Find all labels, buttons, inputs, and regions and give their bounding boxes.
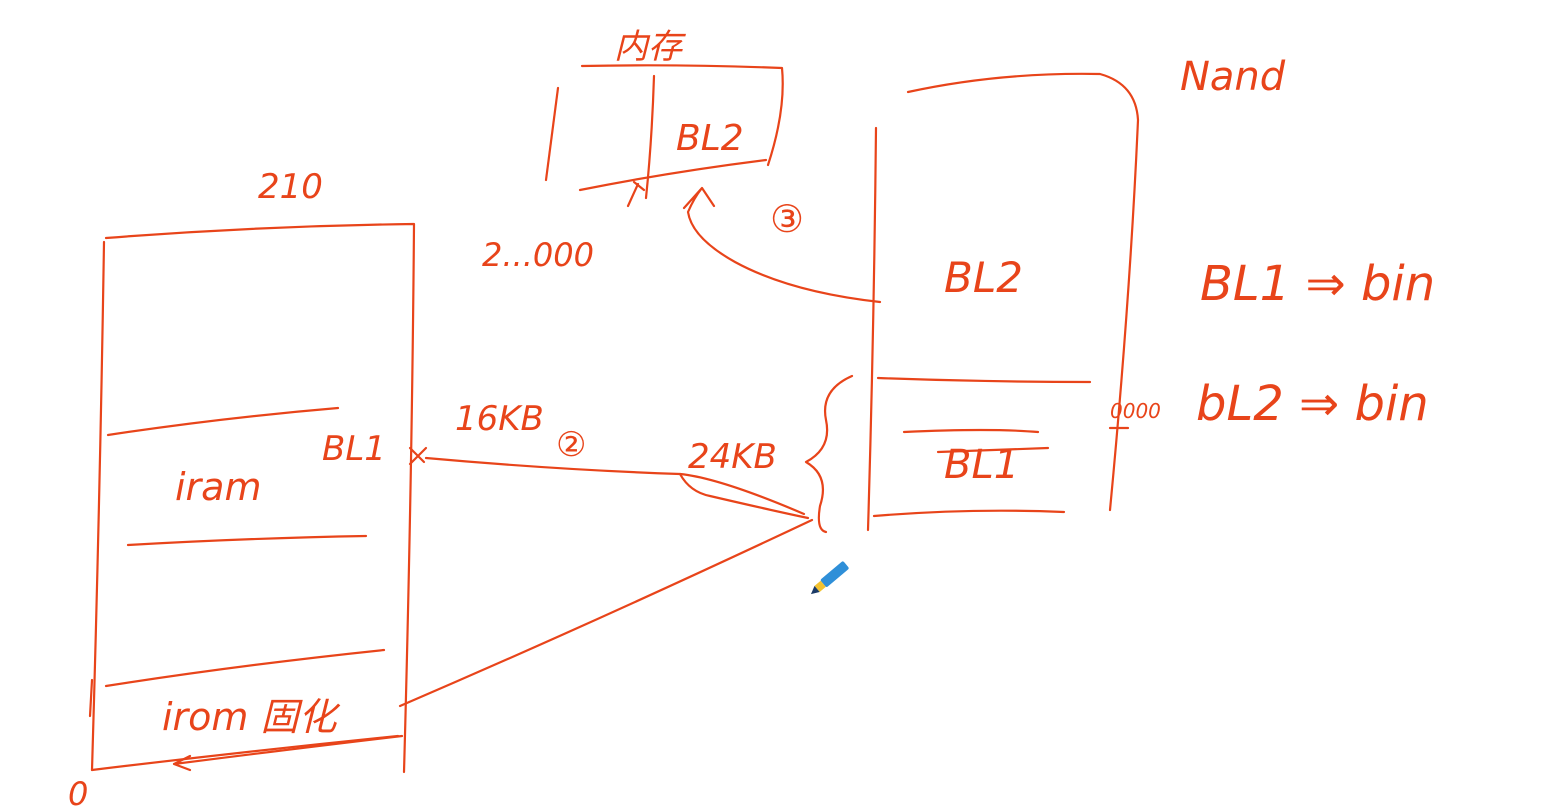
bl1-bin-note: BL1 ⇒ bin xyxy=(1200,256,1435,312)
transfer-arrows: 16KB ② 24KB xyxy=(398,374,854,708)
soc-box: 210 iram BL1 irom 固化 0 xyxy=(68,167,416,811)
soc-bl1-label: BL1 xyxy=(322,429,386,469)
bl2-bin-note: bL2 ⇒ bin xyxy=(1196,376,1429,432)
nand-title: Nand xyxy=(1180,54,1286,100)
pen-icon xyxy=(810,561,849,595)
memory-bl2-label: BL2 xyxy=(676,118,744,159)
iram-label: iram xyxy=(175,465,261,509)
nand-offset-label: 0000 xyxy=(1110,399,1161,423)
zero-address-label: 0 xyxy=(68,775,88,811)
nand-box: Nand BL2 BL1 0000 xyxy=(866,54,1286,532)
step-3-label: ③ xyxy=(770,197,804,241)
size-16kb-label: 16KB xyxy=(455,399,544,439)
memory-box: 内存 BL2 2...000 ③ xyxy=(482,27,882,304)
irom-label: irom 固化 xyxy=(162,695,341,739)
memory-title: 内存 xyxy=(614,27,686,67)
soc-title: 210 xyxy=(258,167,323,207)
bin-notes: BL1 ⇒ bin bL2 ⇒ bin xyxy=(1196,256,1435,432)
step-2-label: ② xyxy=(556,425,586,465)
memory-address-label: 2...000 xyxy=(482,236,594,274)
nand-bl2-label: BL2 xyxy=(944,253,1023,302)
size-24kb-label: 24KB xyxy=(688,437,777,477)
